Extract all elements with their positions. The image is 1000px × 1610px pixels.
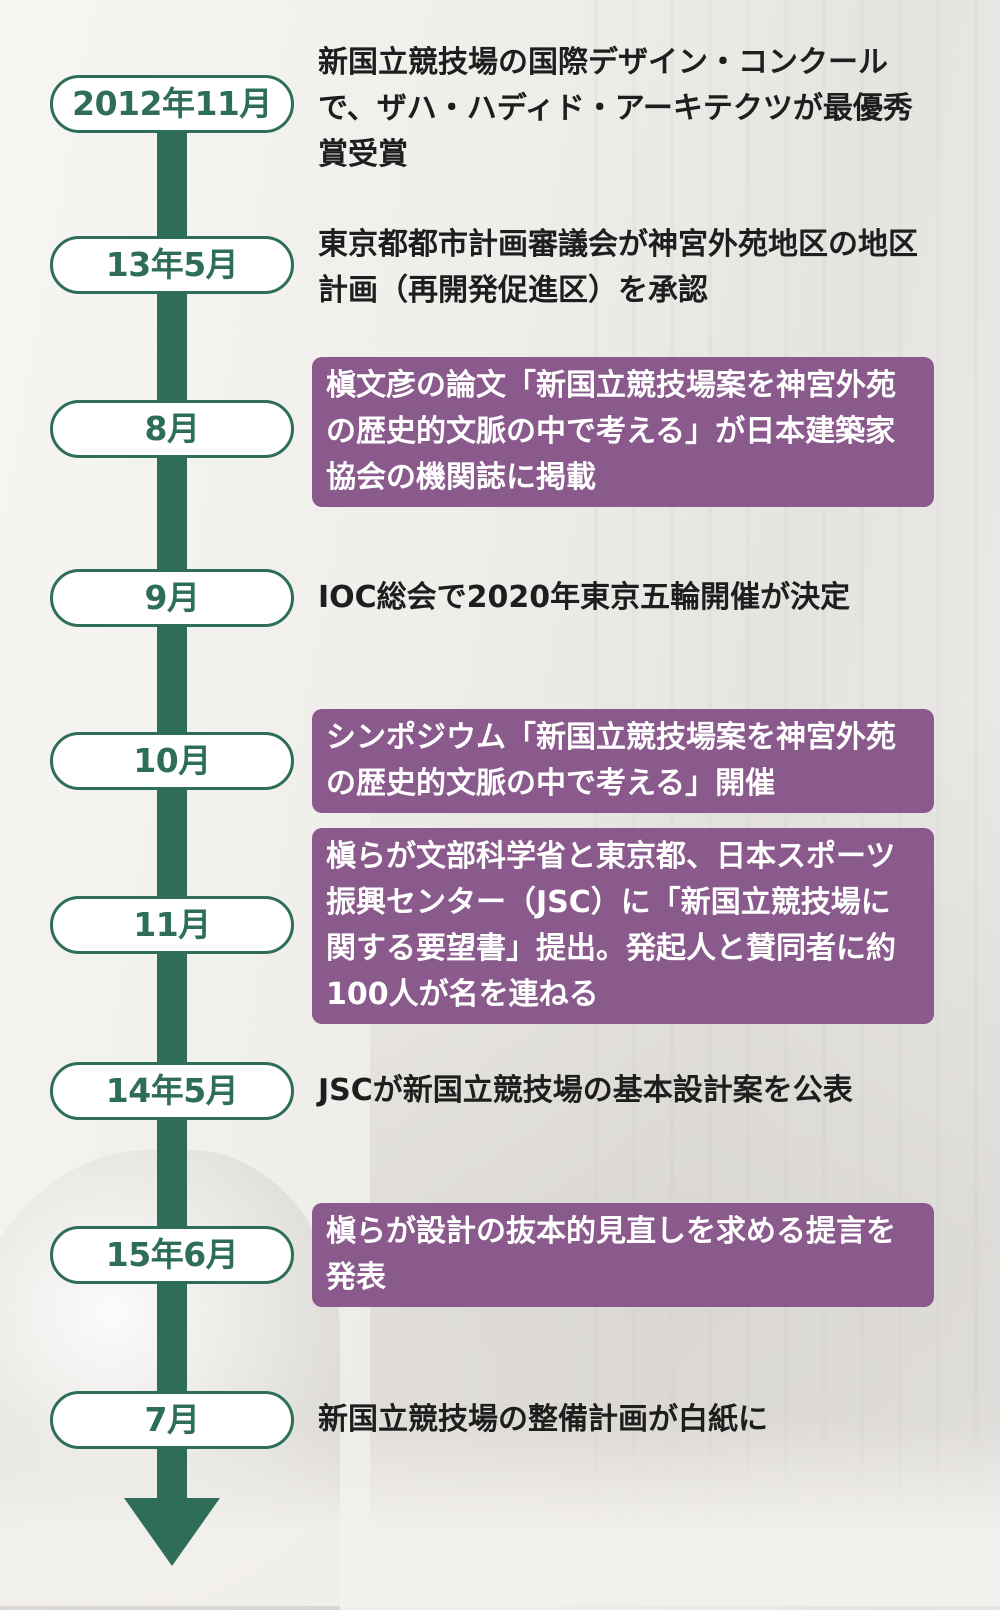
date-pill-2012-11: 2012年11月	[50, 75, 294, 133]
date-pill-8: 8月	[50, 400, 294, 458]
event-text-9: IOC総会で2020年東京五輪開催が決定	[318, 580, 851, 615]
event-text-11: 槇らが文部科学省と東京都、日本スポーツ振興センター（JSC）に「新国立競技場に関…	[312, 828, 934, 1024]
date-pill-14-5: 14年5月	[50, 1062, 294, 1120]
event-text-8: 槇文彦の論文「新国立競技場案を神宮外苑の歴史的文脈の中で考える」が日本建築家協会…	[312, 357, 934, 507]
date-pill-10: 10月	[50, 732, 294, 790]
timeline-line	[157, 104, 187, 1504]
event-text-15-6: 槇らが設計の抜本的見直しを求める提言を発表	[312, 1203, 934, 1307]
event-text-13-5: 東京都都市計画審議会が神宮外苑地区の地区計画（再開発促進区）を承認	[318, 227, 918, 308]
event-text-10: シンポジウム「新国立競技場案を神宮外苑の歴史的文脈の中で考える」開催	[312, 709, 934, 813]
date-pill-11: 11月	[50, 896, 294, 954]
date-pill-13-5: 13年5月	[50, 236, 294, 294]
event-text-2012-11: 新国立競技場の国際デザイン・コンクールで、ザハ・ハディド・アーキテクツが最優秀賞…	[318, 45, 913, 172]
timeline-arrow-down-icon	[124, 1498, 220, 1566]
date-pill-15-6: 15年6月	[50, 1226, 294, 1284]
date-pill-9: 9月	[50, 569, 294, 627]
date-pill-7: 7月	[50, 1391, 294, 1449]
event-text-7: 新国立競技場の整備計画が白紙に	[318, 1402, 768, 1437]
event-text-14-5: JSCが新国立競技場の基本設計案を公表	[318, 1073, 853, 1108]
